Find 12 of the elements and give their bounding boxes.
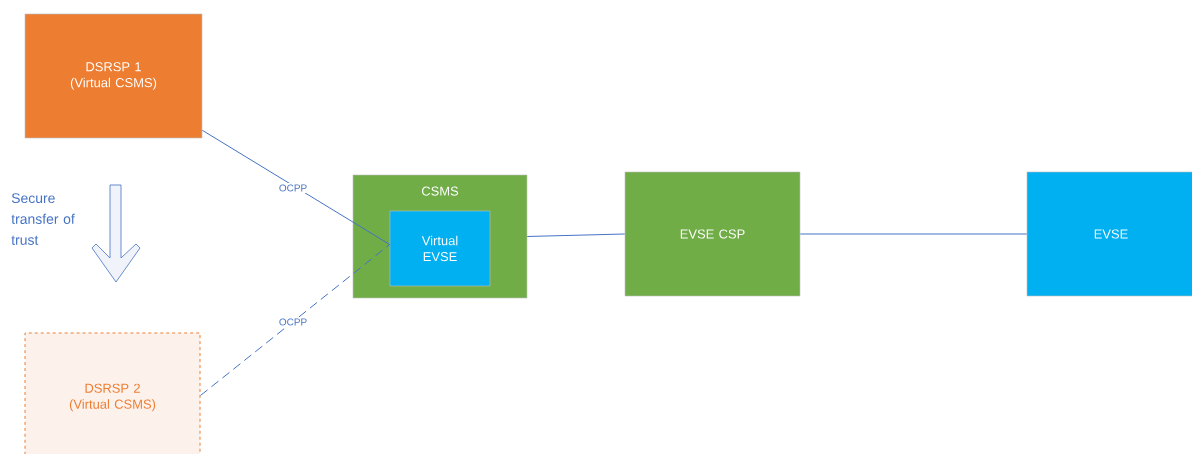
- note-text: Secure transfer of trust: [11, 193, 75, 245]
- connector: [526, 233, 626, 237]
- process-box: DSRSP 2 (Virtual CSMS): [24, 332, 201, 454]
- edge-label: OCPP: [277, 316, 309, 327]
- process-box: EVSE: [1026, 171, 1192, 297]
- edge-label: OCPP: [277, 182, 309, 193]
- process-box: EVSE CSP: [624, 171, 801, 297]
- connector: [201, 129, 391, 245]
- process-box: DSRSP 1 (Virtual CSMS): [24, 13, 203, 139]
- connector: [200, 244, 391, 396]
- connector: [799, 233, 1028, 235]
- process-box: Virtual EVSE: [389, 210, 491, 287]
